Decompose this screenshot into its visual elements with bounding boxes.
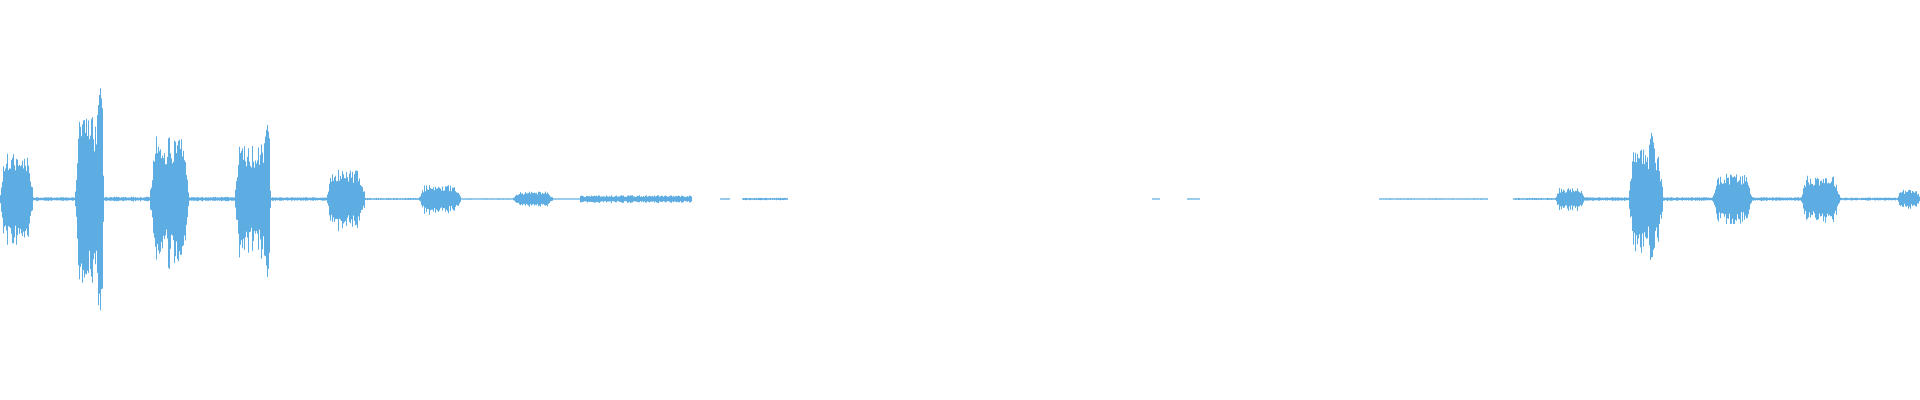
waveform-bars — [0, 88, 1920, 311]
waveform-path — [0, 88, 1920, 311]
